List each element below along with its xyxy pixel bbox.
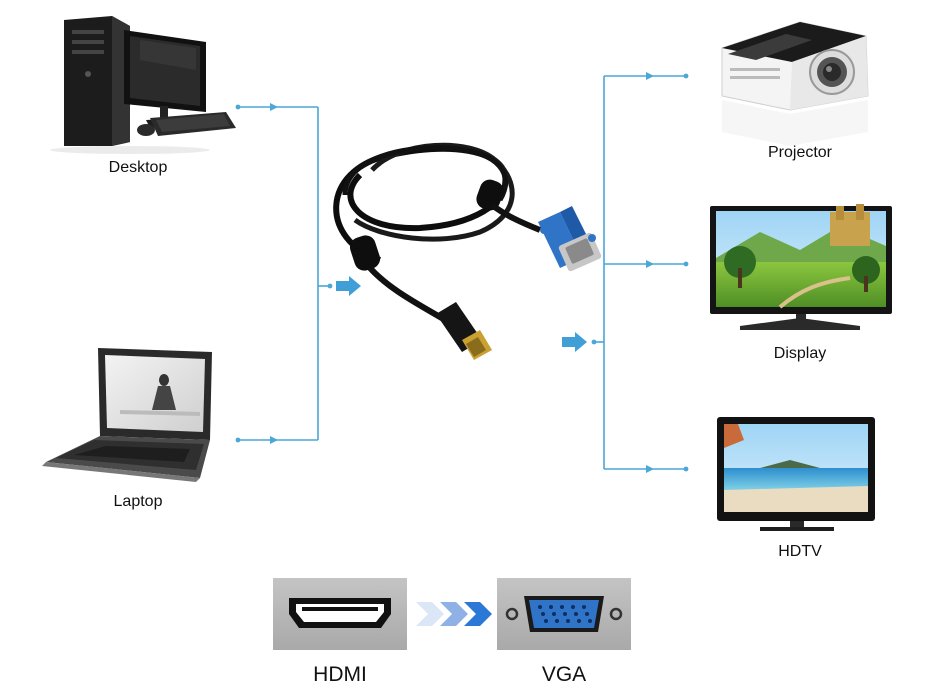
target-label-display: Display xyxy=(774,345,826,362)
chevron-arrows-icon xyxy=(416,602,492,626)
small-arrowheads xyxy=(270,72,654,473)
desktop-computer-icon xyxy=(50,16,236,154)
hdmi-label: HDMI xyxy=(313,663,367,686)
hdmi-plug-icon xyxy=(436,302,492,360)
connector-dots xyxy=(235,73,689,472)
target-label-projector: Projector xyxy=(768,144,833,161)
hdmi-to-vga-cable-icon xyxy=(333,142,602,360)
monitor-icon xyxy=(710,204,892,330)
projector-icon xyxy=(721,21,869,146)
tv-icon xyxy=(717,417,875,531)
hdmi-port-icon xyxy=(273,578,407,650)
vga-label: VGA xyxy=(542,663,586,686)
target-label-hdtv: HDTV xyxy=(778,543,822,560)
laptop-icon xyxy=(42,348,212,482)
flow-arrow-in xyxy=(336,276,361,296)
source-label-desktop: Desktop xyxy=(109,159,168,176)
flow-arrow-out xyxy=(562,332,587,352)
vga-port-icon xyxy=(497,578,631,650)
vga-plug-icon xyxy=(538,206,602,272)
source-label-laptop: Laptop xyxy=(114,493,163,510)
connector-lines xyxy=(238,75,686,470)
